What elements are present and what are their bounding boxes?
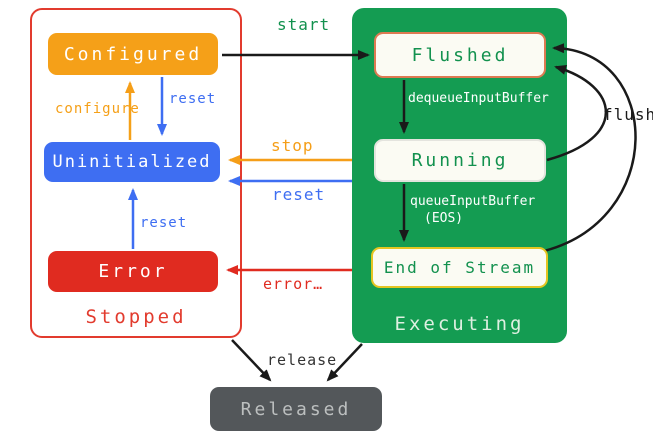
state-running: Running: [374, 139, 546, 182]
stopped-group-label: Stopped: [85, 306, 187, 328]
transition-label-dequeue-input-buffer: dequeueInputBuffer: [408, 91, 549, 106]
transition-label-reset-from-configured: reset: [169, 91, 217, 107]
executing-group-label: Executing: [394, 313, 525, 335]
flush-arrow-from-running: [546, 65, 607, 162]
flush-arrow-from-eos: [539, 43, 637, 254]
release-arrow-from-executing: [326, 343, 363, 382]
state-configured: Configured: [48, 33, 218, 75]
transition-label-flush: flush: [603, 105, 653, 124]
transition-label-release: release: [267, 351, 338, 369]
transition-label-queue-input-buffer: queueInputBuffer: [410, 194, 536, 209]
transition-label-stop: stop: [271, 136, 314, 155]
transition-label-configure: configure: [55, 101, 140, 117]
transition-label-reset-from-executing: reset: [272, 185, 326, 204]
state-error: Error: [48, 251, 218, 292]
transition-label-start: start: [277, 15, 331, 34]
state-flushed: Flushed: [374, 32, 546, 78]
state-uninitialized: Uninitialized: [44, 142, 220, 182]
transition-label-queue-input-buffer-eos: (EOS): [424, 211, 464, 226]
release-arrow-from-stopped: [231, 339, 272, 382]
state-released: Released: [210, 387, 382, 431]
transition-label-reset-from-error: reset: [140, 215, 188, 231]
transition-label-error: error…: [263, 275, 324, 293]
state-end-of-stream: End of Stream: [371, 247, 548, 288]
